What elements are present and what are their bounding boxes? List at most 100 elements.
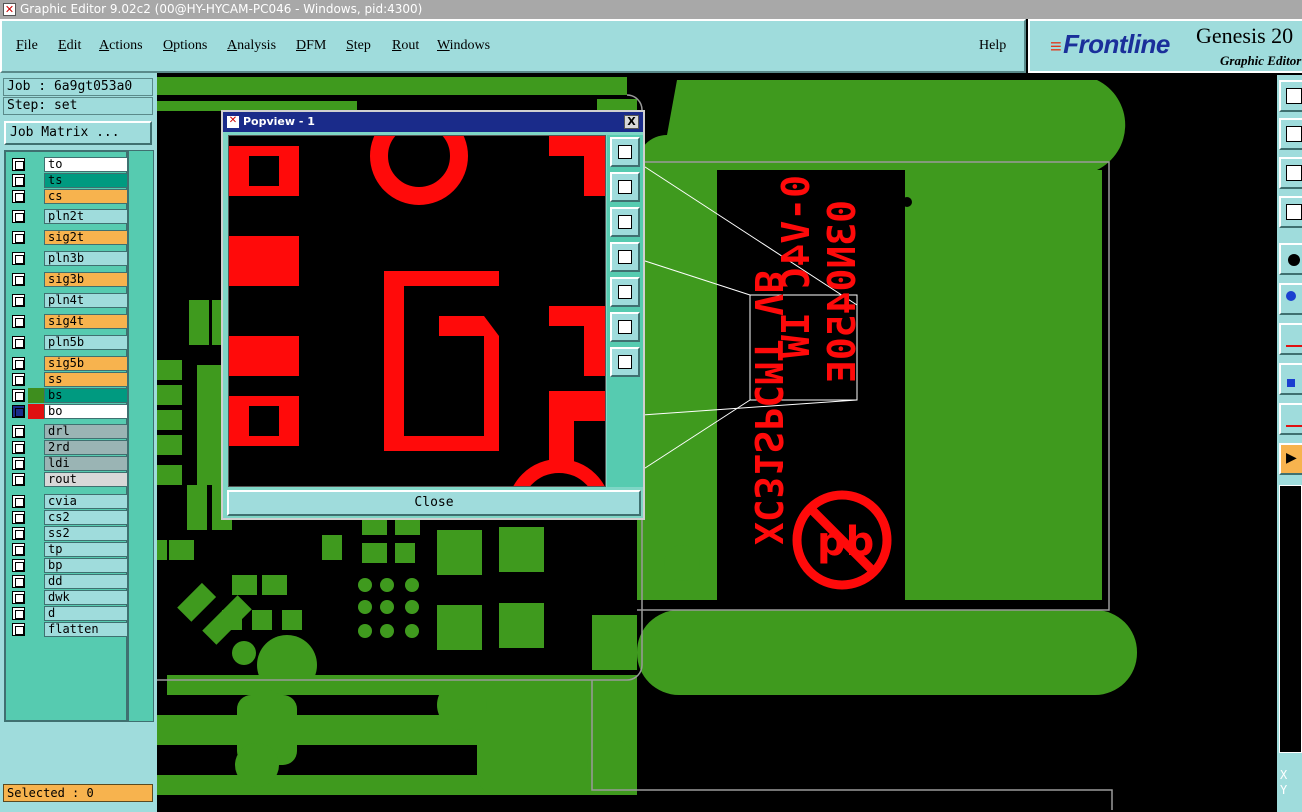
layer-row-pln5b[interactable]: pln5b: [10, 335, 128, 350]
popview-pan-right-button[interactable]: [610, 277, 640, 307]
layer-row-ts[interactable]: ts: [10, 173, 128, 188]
layer-row-pln4t[interactable]: pln4t: [10, 293, 128, 308]
popview-pan-left-button[interactable]: [610, 242, 640, 272]
layer-name[interactable]: pln3b: [44, 251, 128, 266]
layer-row-pln3b[interactable]: pln3b: [10, 251, 128, 266]
layer-checkbox[interactable]: [12, 425, 25, 438]
layer-checkbox[interactable]: [12, 373, 25, 386]
layer-name[interactable]: ss: [44, 372, 128, 387]
popview-close-button[interactable]: Close: [227, 490, 641, 516]
layer-checkbox[interactable]: [12, 559, 25, 572]
layer-name[interactable]: dd: [44, 574, 128, 589]
layer-checkbox[interactable]: [12, 252, 25, 265]
layer-row-cs[interactable]: cs: [10, 189, 128, 204]
toolbar-button[interactable]: [1279, 403, 1302, 435]
layer-name[interactable]: dwk: [44, 590, 128, 605]
job-matrix-button[interactable]: Job Matrix ...: [4, 121, 152, 145]
layer-row-ss2[interactable]: ss2: [10, 526, 128, 541]
layer-name[interactable]: ldi: [44, 456, 128, 471]
layer-checkbox[interactable]: [12, 357, 25, 370]
menu-file[interactable]: File: [16, 38, 38, 53]
layer-name[interactable]: bp: [44, 558, 128, 573]
layer-checkbox[interactable]: [12, 158, 25, 171]
menu-step[interactable]: Step: [346, 38, 371, 53]
toolbar-button-active[interactable]: ▶: [1279, 443, 1302, 475]
menu-options[interactable]: Options: [163, 38, 208, 53]
layer-checkbox[interactable]: [12, 527, 25, 540]
layer-checkbox[interactable]: [12, 575, 25, 588]
layer-row-sig4t[interactable]: sig4t: [10, 314, 128, 329]
layer-checkbox[interactable]: [12, 591, 25, 604]
layer-name[interactable]: sig5b: [44, 356, 128, 371]
graphic-canvas[interactable]: XC31SPCMT VB 0-V4C IW 03N0450E pb: [157, 75, 1277, 812]
toolbar-button[interactable]: [1279, 157, 1302, 189]
layer-checkbox[interactable]: [12, 511, 25, 524]
layer-name[interactable]: to: [44, 157, 128, 172]
layer-row-pln2t[interactable]: pln2t: [10, 209, 128, 224]
layer-row-flatten[interactable]: flatten: [10, 622, 128, 637]
layer-name[interactable]: ts: [44, 173, 128, 188]
layer-row-drl[interactable]: drl: [10, 424, 128, 439]
toolbar-button[interactable]: [1279, 323, 1302, 355]
layer-row-d[interactable]: d: [10, 606, 128, 621]
layer-row-2rd[interactable]: 2rd: [10, 440, 128, 455]
layer-row-bo[interactable]: bo: [10, 404, 128, 419]
menu-analysis[interactable]: Analysis: [227, 38, 277, 53]
layer-checkbox[interactable]: [12, 336, 25, 349]
layer-checkbox[interactable]: [12, 457, 25, 470]
layer-row-dwk[interactable]: dwk: [10, 590, 128, 605]
layer-checkbox[interactable]: [12, 473, 25, 486]
layer-name[interactable]: bs: [44, 388, 128, 403]
layer-checkbox[interactable]: [12, 273, 25, 286]
layer-checkbox[interactable]: [12, 495, 25, 508]
layer-row-cvia[interactable]: cvia: [10, 494, 128, 509]
layer-row-sig3b[interactable]: sig3b: [10, 272, 128, 287]
layer-checkbox[interactable]: [12, 607, 25, 620]
layer-name[interactable]: pln5b: [44, 335, 128, 350]
layer-row-ldi[interactable]: ldi: [10, 456, 128, 471]
layer-checkbox[interactable]: [12, 294, 25, 307]
layer-name[interactable]: d: [44, 606, 128, 621]
layer-name[interactable]: cs2: [44, 510, 128, 525]
toolbar-button[interactable]: [1279, 196, 1302, 228]
popview-pan-down-button[interactable]: [610, 207, 640, 237]
layer-row-cs2[interactable]: cs2: [10, 510, 128, 525]
layer-name[interactable]: cs: [44, 189, 128, 204]
layer-row-dd[interactable]: dd: [10, 574, 128, 589]
layer-name[interactable]: flatten: [44, 622, 128, 637]
layer-checkbox[interactable]: [12, 441, 25, 454]
layer-name[interactable]: sig4t: [44, 314, 128, 329]
layer-checkbox[interactable]: [12, 174, 25, 187]
menu-help[interactable]: Help: [979, 38, 1007, 53]
toolbar-button[interactable]: [1279, 80, 1302, 112]
layer-name[interactable]: cvia: [44, 494, 128, 509]
layer-name[interactable]: 2rd: [44, 440, 128, 455]
toolbar-button[interactable]: [1279, 283, 1302, 315]
layer-name[interactable]: sig2t: [44, 230, 128, 245]
toolbar-button[interactable]: [1279, 243, 1302, 275]
layer-row-ss[interactable]: ss: [10, 372, 128, 387]
popview-zoom-out-button[interactable]: [610, 347, 640, 377]
layer-checkbox[interactable]: [12, 315, 25, 328]
menu-actions[interactable]: Actions: [99, 38, 143, 53]
layer-checkbox[interactable]: [12, 543, 25, 556]
layer-row-tp[interactable]: tp: [10, 542, 128, 557]
popview-zoom-in-button[interactable]: [610, 312, 640, 342]
layer-checkbox[interactable]: [12, 389, 25, 402]
layer-row-rout[interactable]: rout: [10, 472, 128, 487]
layer-name[interactable]: drl: [44, 424, 128, 439]
layer-row-to[interactable]: to: [10, 157, 128, 172]
layer-name[interactable]: ss2: [44, 526, 128, 541]
layer-row-sig5b[interactable]: sig5b: [10, 356, 128, 371]
layer-checkbox[interactable]: [12, 210, 25, 223]
layer-checkbox[interactable]: [12, 231, 25, 244]
popview-zoom-view[interactable]: [228, 135, 606, 487]
layer-name[interactable]: pln4t: [44, 293, 128, 308]
layer-row-bs[interactable]: bs: [10, 388, 128, 403]
layer-row-bp[interactable]: bp: [10, 558, 128, 573]
layer-list-scrollbar[interactable]: [128, 150, 154, 722]
popview-pan-up-button[interactable]: [610, 172, 640, 202]
popview-close-icon[interactable]: X: [624, 115, 639, 129]
layer-name[interactable]: tp: [44, 542, 128, 557]
layer-checkbox[interactable]: [12, 623, 25, 636]
